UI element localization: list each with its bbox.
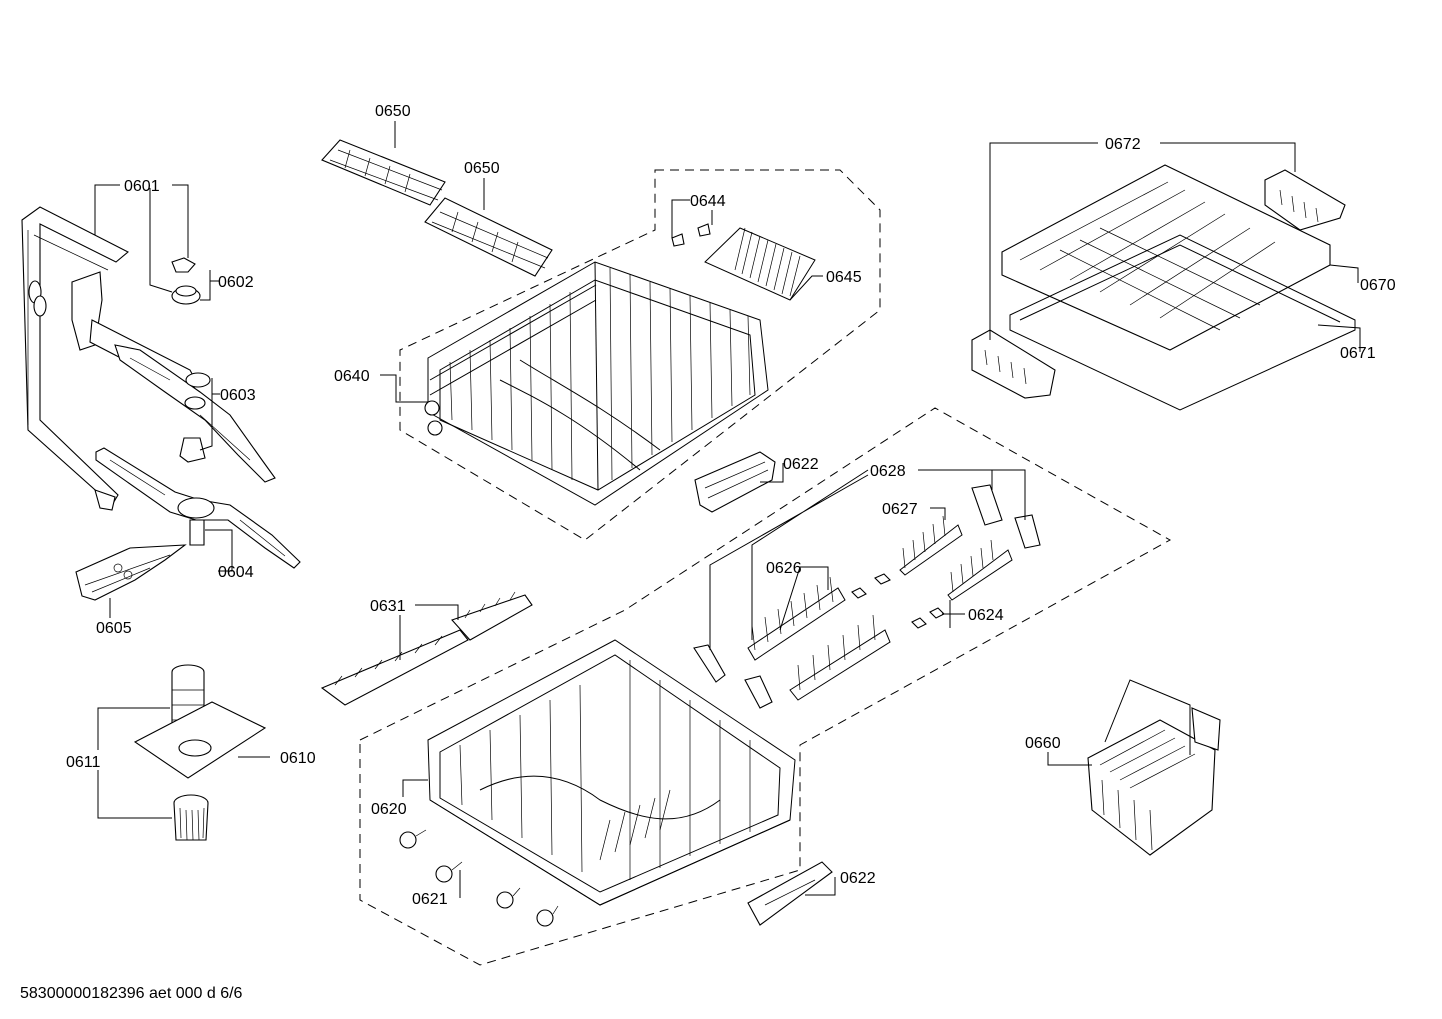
callout-0605: 0605 [96,620,132,637]
spray-supply-pipe [21,206,129,511]
cup-shelf-upper [321,139,446,206]
callout-0611: 0611 [66,754,101,771]
upper-spray-arm [71,271,276,483]
cup-shelf-lower [424,197,553,277]
callout-0631: 0631 [370,598,406,615]
callout-0620: 0620 [371,801,407,818]
cutlery-basket [1087,679,1221,856]
callout-0660: 0660 [1025,735,1061,752]
cutlery-drawer [1001,164,1346,351]
lower-basket-assembly-outline [359,407,1172,966]
callout-0624: 0624 [968,607,1004,624]
lower-spray-arm [95,447,301,569]
fold-down-spikes [747,515,1013,701]
callout-0645: 0645 [826,269,862,286]
callout-labels: 0601 0602 0603 0604 0605 0610 0611 0620 … [66,103,1396,908]
callout-0650-second: 0650 [464,160,500,177]
fine-filter-cover [75,544,187,601]
plate-rack-inserts [320,591,533,706]
callout-0622-upper: 0622 [783,456,819,473]
callout-0601: 0601 [124,178,160,195]
callout-0622-lower: 0622 [840,870,876,887]
rack-clips [693,484,1041,709]
drawing-reference-footer: 58300000182396 aet 000 d 6/6 [20,985,243,1002]
leader-lines [94,121,1361,898]
callout-0627: 0627 [882,501,918,518]
handle-lower [747,861,833,926]
callout-0621: 0621 [412,891,448,908]
callout-0610: 0610 [280,750,316,767]
upper-basket-assembly-outline [399,169,881,541]
callout-0650-top: 0650 [375,103,411,120]
filter-assembly [133,664,267,841]
lower-basket [427,639,796,906]
callout-0602: 0602 [218,274,254,291]
lower-basket-wheels [399,829,559,927]
callout-0672: 0672 [1105,136,1141,153]
impeller-parts [171,257,206,463]
upper-basket [424,261,769,506]
callout-0603: 0603 [220,387,256,404]
callout-0604: 0604 [218,564,254,581]
callout-0628: 0628 [870,463,906,480]
callout-0626: 0626 [766,560,802,577]
callout-0670: 0670 [1360,277,1396,294]
callout-0671: 0671 [1340,345,1376,362]
utensil-tray-small [694,451,776,513]
cup-rack-flaps [671,223,816,301]
callout-0644: 0644 [690,193,726,210]
callout-0640: 0640 [334,368,370,385]
third-rack-frame [971,234,1356,411]
